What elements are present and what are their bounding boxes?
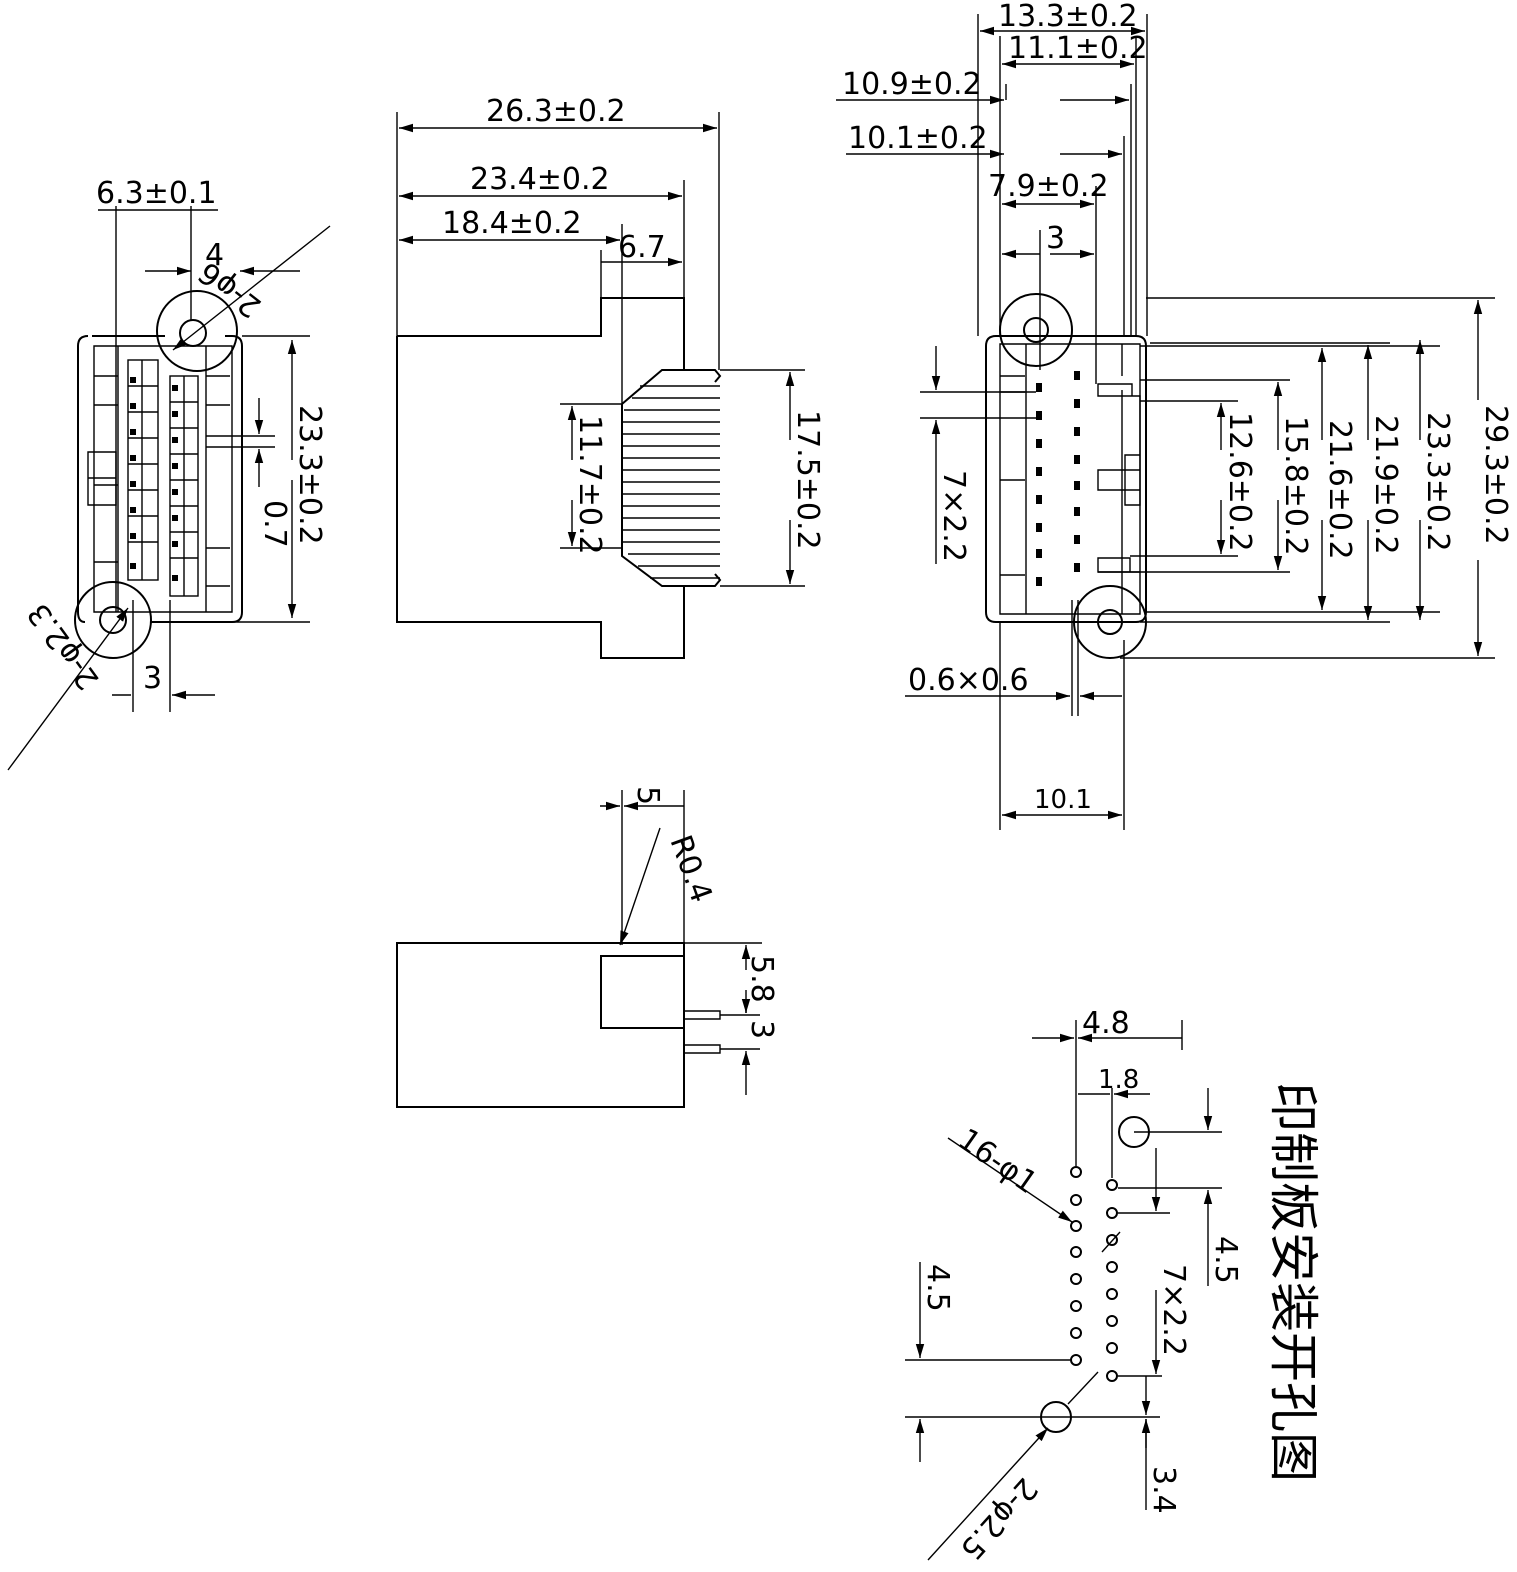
rear-top-4-label: 10.1±0.2 [848, 121, 988, 156]
front-height-label: 23.3±0.2 [292, 405, 327, 545]
side-boss-width-label: 6.7 [618, 230, 666, 265]
rear-pin-section-label: 0.6×0.6 [908, 663, 1029, 698]
side-inner-span-label: 11.7±0.2 [572, 415, 607, 555]
side-body-length-label: 23.4±0.2 [470, 162, 610, 197]
pcb-offset-small-label: 1.8 [1098, 1065, 1139, 1095]
pcb-holes [1040, 1116, 1150, 1433]
front-view: 6.3±0.1 4 2-φ6 23.3±0.2 0.7 3 2-φ2.3 [7, 176, 331, 771]
side-view: 26.3±0.2 23.4±0.2 18.4±0.2 6.7 11.7±0.2 … [396, 94, 825, 659]
rear-v-2-label: 15.8±0.2 [1278, 416, 1313, 556]
rear-top-3-label: 10.9±0.2 [842, 67, 982, 102]
rear-top-1-label: 13.3±0.2 [998, 0, 1138, 34]
side-pin-span-label: 17.5±0.2 [790, 410, 825, 550]
rear-pitch-count-label: 7×2.2 [936, 470, 971, 562]
front-pin-grid [128, 360, 198, 596]
pcb-layout: 4.8 1.8 16-φ1 4.5 7×2.2 4.5 3.4 2-φ2.5 [905, 1006, 1322, 1566]
front-width-pitch-label: 6.3±0.1 [96, 176, 217, 211]
bottom-boss-width-label: 5 [630, 786, 665, 805]
rear-v-1-label: 12.6±0.2 [1222, 412, 1257, 552]
rear-top-2-label: 11.1±0.2 [1008, 31, 1148, 66]
side-overall-length-label: 26.3±0.2 [486, 94, 626, 129]
bottom-height-a-label: 5.8 [744, 955, 779, 1003]
rear-top-5-label: 7.9±0.2 [988, 169, 1109, 204]
pcb-offset-right-label: 4.5 [1208, 1236, 1243, 1284]
front-lower-offset-label: 3 [143, 661, 162, 696]
front-mount-hole-top-label: 2-φ6 [192, 254, 268, 324]
pcb-offset-left-label: 4.5 [920, 1264, 955, 1312]
bottom-height-b-label: 3 [744, 1020, 779, 1039]
front-pin-step-label: 0.7 [257, 500, 292, 548]
rear-pin-grid [1036, 371, 1080, 586]
rear-v-4-label: 21.9±0.2 [1368, 415, 1403, 555]
rear-v-6-label: 29.3±0.2 [1478, 405, 1513, 545]
rear-top-6-label: 3 [1046, 221, 1065, 256]
side-front-length-label: 18.4±0.2 [442, 206, 582, 241]
bottom-view: 5 R0.4 5.8 3 [396, 786, 779, 1108]
rear-bottom-width-label: 10.1 [1034, 785, 1092, 815]
rear-v-5-label: 23.3±0.2 [1420, 412, 1455, 552]
bottom-radius-label: R0.4 [662, 831, 718, 907]
rear-view: 13.3±0.2 11.1±0.2 10.9±0.2 10.1±0.2 7.9±… [836, 0, 1513, 830]
pcb-layout-title: 印制板安装开孔图 [1264, 1082, 1322, 1482]
pcb-row-spacing-label: 4.8 [1082, 1006, 1130, 1041]
pcb-hole-count-label: 16-φ1 [951, 1122, 1043, 1201]
pcb-pitch-count-label: 7×2.2 [1156, 1264, 1191, 1356]
pcb-offset-bottom-label: 3.4 [1146, 1466, 1181, 1514]
front-tab-offset-label: 4 [205, 238, 224, 273]
side-pin-fan [622, 385, 720, 579]
rear-v-3-label: 21.6±0.2 [1322, 420, 1357, 560]
